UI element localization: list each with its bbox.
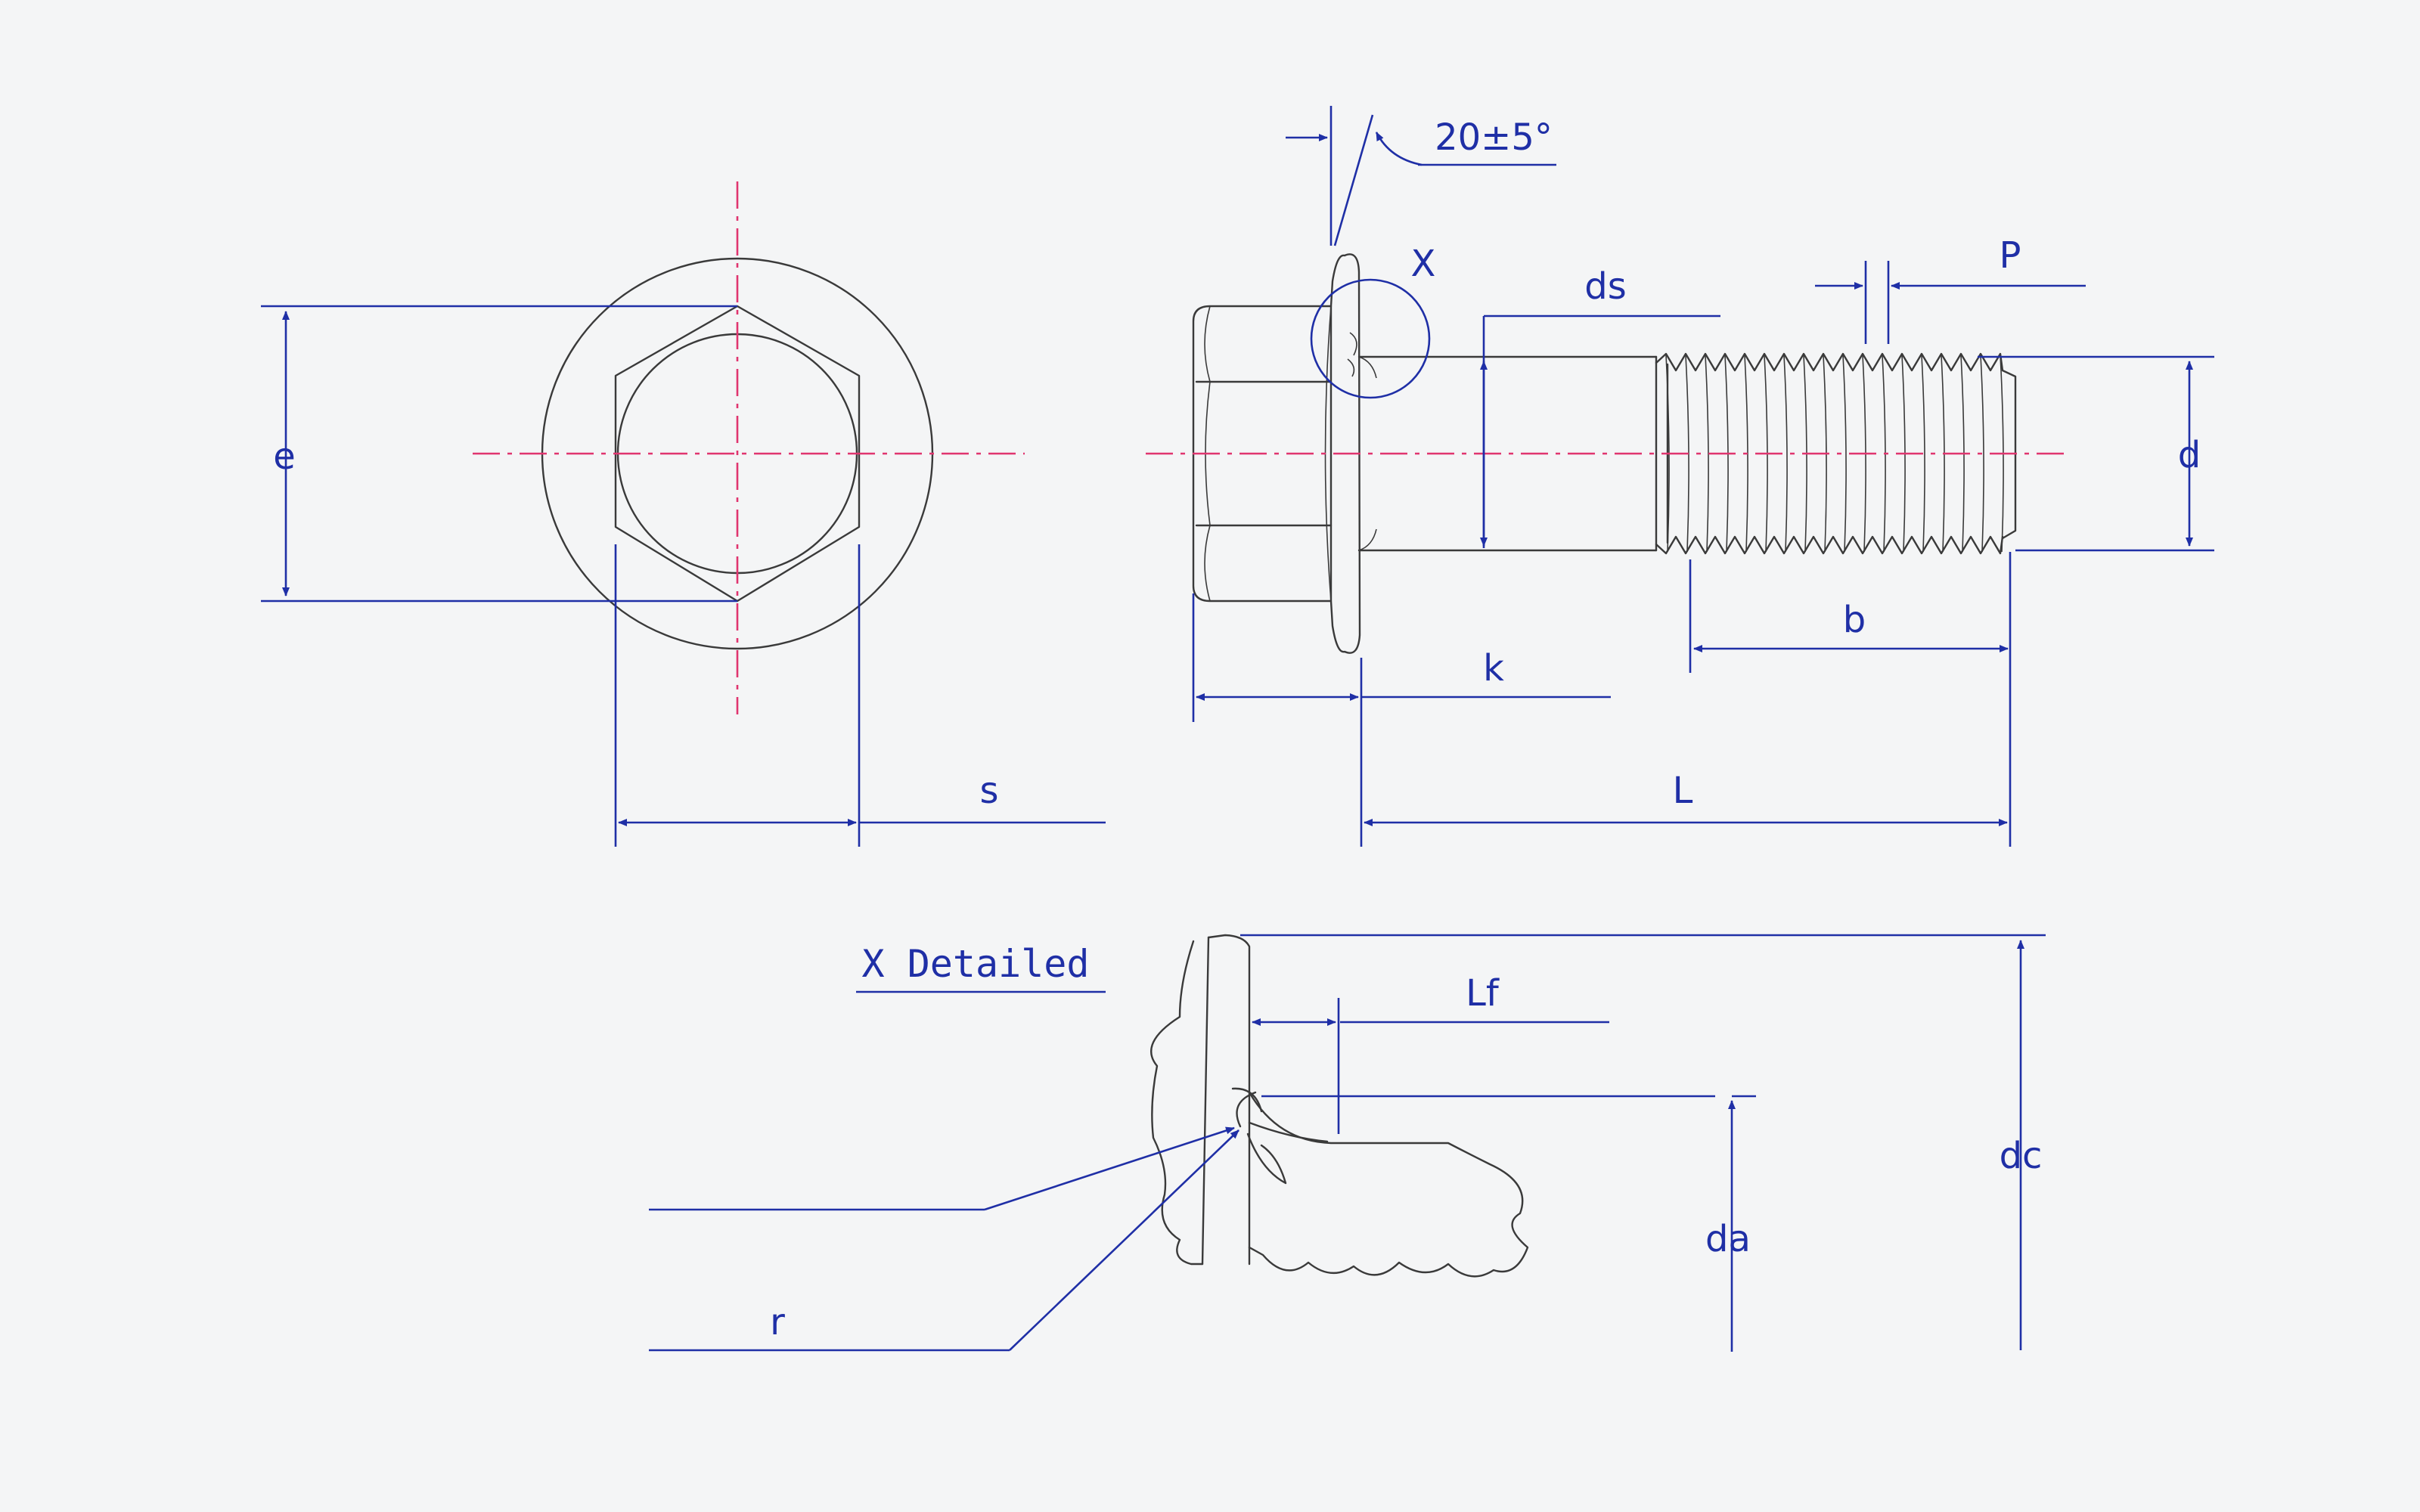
dimension-e: e [261, 305, 737, 603]
detail-title: X Detailed [861, 942, 1089, 986]
label-l: L [1673, 770, 1693, 812]
label-ds: ds [1584, 265, 1626, 308]
label-da: da [1705, 1218, 1751, 1260]
label-d: d [2178, 434, 2201, 476]
thread-flank-16 [1980, 355, 1984, 553]
dimension-dc: dc [2000, 940, 2043, 1350]
detail-marker: X [1310, 243, 1436, 399]
detail-view: X Detailed [856, 934, 1529, 1278]
label-k: k [1483, 647, 1504, 689]
label-e: e [273, 435, 296, 478]
dimension-angle: 20±5° [1286, 106, 1556, 246]
thread-crests-top [1655, 352, 2004, 372]
label-lf: Lf [1466, 972, 1500, 1015]
end-view [473, 181, 1025, 714]
dimension-d: d [1978, 355, 2214, 552]
label-dc: dc [2000, 1135, 2043, 1177]
dimension-ds: ds [1480, 265, 1720, 548]
thread-flank-9 [1842, 355, 1847, 553]
dimension-b: b [1689, 559, 2009, 673]
dimension-p: P [1815, 234, 2086, 344]
label-angle: 20±5° [1435, 116, 1553, 159]
dimension-lf: Lf [1240, 934, 2046, 1134]
label-x: X [1411, 243, 1436, 285]
thread-flank-2 [1705, 355, 1709, 553]
detail-circle [1310, 278, 1431, 399]
label-b: b [1843, 599, 1866, 641]
dimension-l: L [1364, 552, 2012, 847]
side-view [1146, 253, 2065, 654]
dimension-s: s [614, 544, 1106, 847]
thread-crests-bottom [1655, 535, 2004, 555]
detail-break-shank [1248, 1091, 1529, 1278]
thread-flank-6 [1783, 355, 1788, 553]
label-p: P [2000, 234, 2021, 277]
detail-break-left [1150, 940, 1204, 1266]
dimension-da: da [1261, 1095, 1756, 1352]
label-s: s [979, 770, 998, 812]
dimension-k: k [1192, 593, 1611, 847]
label-r: r [770, 1301, 785, 1343]
detail-flange [1207, 934, 1251, 1266]
thread-flank-13 [1921, 355, 1925, 553]
dimension-r: r [649, 1126, 1239, 1352]
